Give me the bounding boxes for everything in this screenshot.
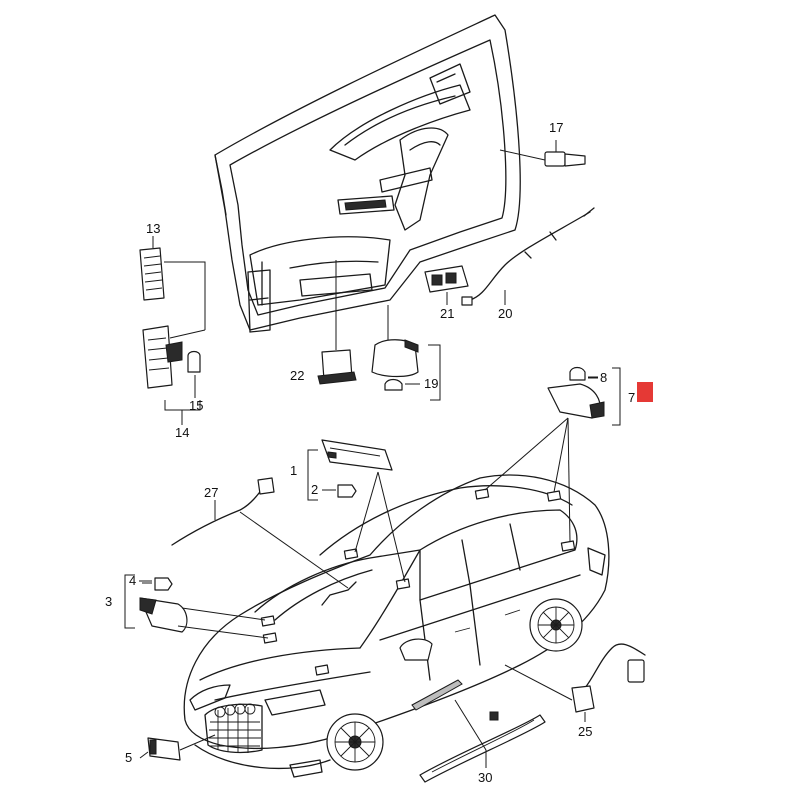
bulb-17 — [544, 140, 586, 167]
harness-25 — [571, 643, 646, 722]
lamp-3-group — [124, 574, 188, 633]
highlight-marker — [637, 382, 653, 402]
switch-21 — [424, 265, 469, 305]
callout-2: 2 — [311, 482, 318, 497]
callout-15: 15 — [189, 398, 203, 413]
callout-14: 14 — [175, 425, 189, 440]
lamp-7-group — [547, 366, 621, 426]
callout-1: 1 — [290, 463, 297, 478]
callout-22: 22 — [290, 368, 304, 383]
callout-3: 3 — [105, 594, 112, 609]
callout-4: 4 — [129, 573, 136, 588]
callout-21: 21 — [440, 306, 454, 321]
switch-5 — [139, 737, 181, 761]
cable-27 — [171, 477, 275, 546]
callout-19: 19 — [424, 376, 438, 391]
cover-13 — [139, 236, 206, 330]
callout-27: 27 — [204, 485, 218, 500]
callout-20: 20 — [498, 306, 512, 321]
callout-25: 25 — [578, 724, 592, 739]
callout-17: 17 — [549, 120, 563, 135]
callout-8: 8 — [600, 370, 607, 385]
callout-5: 5 — [125, 750, 132, 765]
housing-19-group — [371, 305, 441, 401]
callout-7: 7 — [628, 390, 635, 405]
light-location-markers — [260, 488, 576, 676]
callout-13: 13 — [146, 221, 160, 236]
car-body — [183, 474, 610, 778]
callout-labels: 17 13 21 20 22 19 15 14 8 7 1 2 27 4 3 5… — [105, 120, 635, 785]
callout-30: 30 — [478, 770, 492, 785]
sill-plate-30 — [419, 711, 546, 783]
leader-lines — [177, 149, 573, 751]
lamp-14-group — [142, 325, 206, 425]
light-unit-22 — [317, 260, 357, 385]
wire-harness-20 — [461, 207, 595, 306]
roof-lamp-1 — [307, 439, 393, 501]
door-panel — [214, 14, 521, 333]
